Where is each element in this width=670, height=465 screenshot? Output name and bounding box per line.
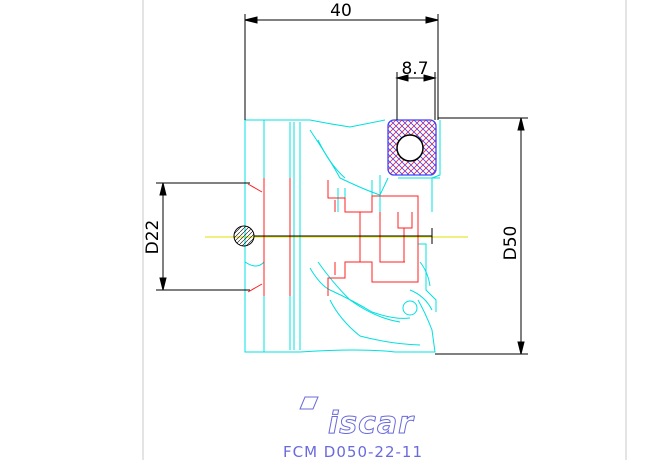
iscar-logo: iscar [299, 396, 415, 442]
lower-insert-screw [402, 300, 418, 316]
dimension-bore-diameter [156, 182, 250, 291]
dimension-insert-offset [395, 72, 437, 120]
dimension-overall-length [244, 14, 439, 120]
dimension-label-d50: D50 [501, 226, 521, 261]
dimension-cutting-diameter [435, 117, 528, 355]
dimension-label-d22: D22 [143, 220, 163, 255]
bore-section-marker [233, 225, 255, 247]
dimension-label-8-7: 8.7 [401, 59, 428, 79]
hidden-lines [247, 178, 419, 296]
dimension-label-40: 40 [330, 1, 352, 21]
insert-screw-hole [396, 134, 424, 162]
tool-designation: FCM D050-22-11 [283, 443, 423, 460]
svg-text:iscar: iscar [328, 406, 415, 441]
